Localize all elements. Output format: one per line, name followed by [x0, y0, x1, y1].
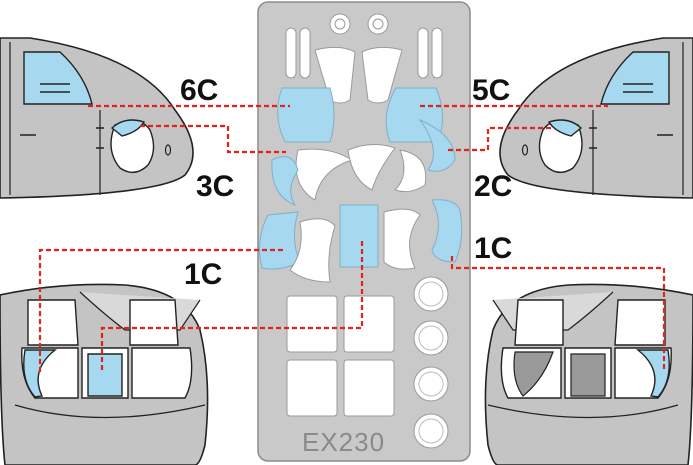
leader-lines: [38, 104, 666, 372]
label-1c-right: 1C: [474, 232, 512, 265]
windscreen-center-panel-left: [87, 353, 123, 397]
mask-1c-center: [339, 204, 379, 268]
windscreen-side-panel-right: [636, 349, 670, 398]
mask-2c: [418, 118, 456, 172]
mask-3c: [271, 156, 299, 207]
fuselage-side-view-left: [0, 37, 194, 199]
leader-1c-left-side: [38, 248, 286, 372]
mask-6c: [277, 87, 335, 143]
mask-1c-right: [431, 199, 463, 263]
label-1c-left: 1C: [184, 258, 222, 291]
cockpit-front-view-right: [484, 283, 693, 465]
side-window-left: [23, 51, 93, 105]
leader-1c-left-center: [100, 238, 364, 370]
product-code: EX230: [302, 427, 385, 457]
side-window-right: [600, 51, 670, 105]
cockpit-front-view-left: [0, 283, 209, 465]
leader-3c: [140, 124, 286, 154]
mask-1c-left: [259, 211, 301, 270]
label-2c: 2C: [474, 170, 512, 203]
mask-fret: EX230: [257, 1, 471, 462]
fuselage-side-view-right: [499, 37, 693, 199]
leader-2c: [448, 126, 553, 152]
label-3c: 3C: [196, 170, 234, 203]
label-5c: 5C: [472, 74, 510, 107]
leader-1c-right: [450, 256, 666, 370]
label-6c: 6C: [180, 74, 218, 107]
windscreen-side-panel-left: [23, 349, 57, 398]
